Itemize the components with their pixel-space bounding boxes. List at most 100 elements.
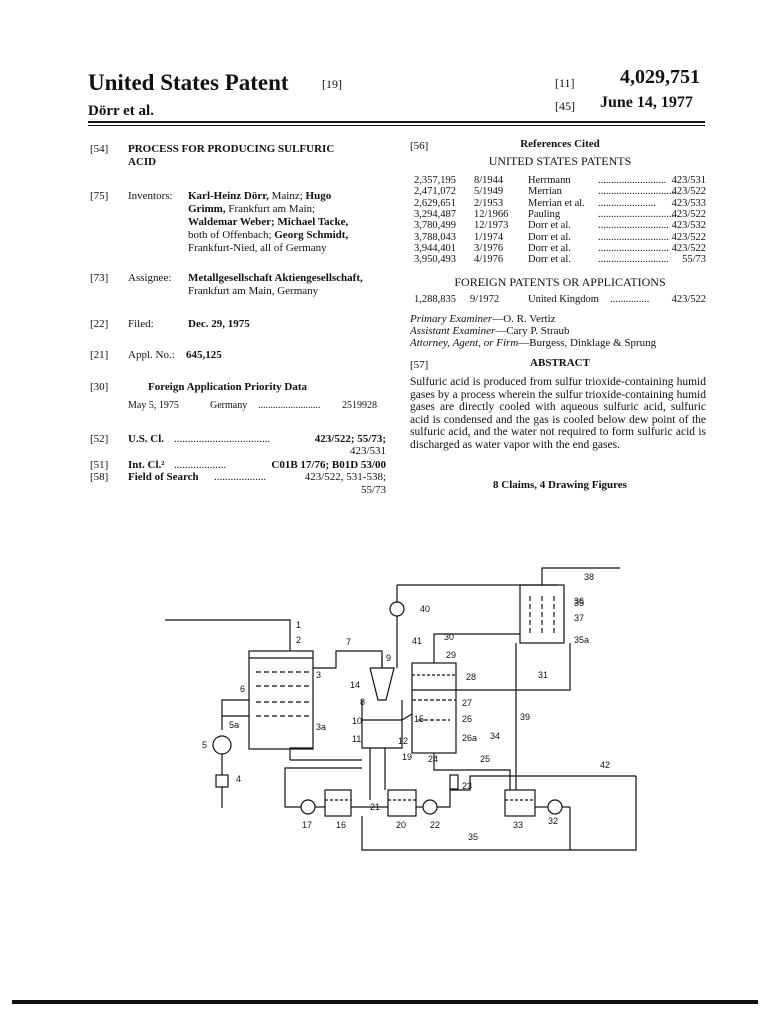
- figure-label: 35: [574, 598, 584, 608]
- ref-class: 423/522: [671, 186, 706, 198]
- field-54-title-line2: ACID: [128, 156, 157, 168]
- figure-label: 1: [296, 620, 301, 630]
- figure-label: 31: [538, 670, 548, 680]
- pump-17-symbol: [300, 799, 316, 815]
- ref-date: 8/1944: [474, 175, 504, 186]
- figure-label: 3: [316, 670, 321, 680]
- priority-country: Germany: [210, 400, 248, 411]
- figure-label: 32: [548, 816, 558, 826]
- patent-number-code: [11]: [555, 76, 575, 90]
- figure-label: 5a: [229, 720, 239, 730]
- figure-label: 5: [202, 740, 207, 750]
- priority-number: 2519928: [342, 400, 377, 411]
- figure-label: 40: [420, 604, 430, 614]
- field-57-code: [57]: [410, 359, 429, 371]
- ref-class: 423/522: [671, 242, 706, 254]
- figure-label: 26a: [462, 733, 477, 743]
- ref-dots: ...............: [610, 294, 650, 305]
- field-56-code: [56]: [410, 140, 429, 152]
- field-30-code: [30]: [90, 381, 109, 393]
- field-54-code: [54]: [90, 143, 109, 155]
- figure-label: 24: [428, 754, 438, 764]
- patent-date-code: [45]: [555, 99, 575, 113]
- tank-33: [504, 789, 536, 817]
- us-class-line2: 423/531: [349, 445, 386, 457]
- figure-label: 42: [600, 760, 610, 770]
- vessel-4: [215, 774, 229, 788]
- us-class-line1: 423/522; 55/73;: [314, 433, 386, 445]
- assistant-examiner-name: —Cary P. Straub: [495, 325, 570, 337]
- ref-number: 3,950,493: [414, 254, 456, 266]
- vessel-3: [248, 650, 314, 750]
- ref-number: 3,788,043: [414, 231, 456, 243]
- figure-label: 28: [466, 672, 476, 682]
- ref-date: 1/1974: [474, 231, 504, 243]
- ref-name: Dorr et al.: [528, 242, 571, 254]
- fan-40-symbol: [389, 601, 405, 617]
- ref-dots: ......................: [598, 197, 656, 209]
- inventor-name: Hugo: [305, 190, 332, 202]
- figure-label: 12: [398, 736, 408, 746]
- int-class: C01B 17/76; B01D 53/00: [271, 459, 386, 471]
- assignee-line2: Frankfurt am Main, Germany: [188, 285, 319, 297]
- figure-label: 33: [513, 820, 523, 830]
- ref-date: 12/1973: [474, 220, 509, 232]
- patent-number: 4,029,751: [620, 66, 700, 88]
- ref-date: 3/1976: [474, 242, 504, 254]
- tank-16: [324, 789, 352, 817]
- inventors-line5: Frankfurt-Nied, all of Germany: [188, 242, 327, 254]
- figure-label: 14: [350, 680, 360, 690]
- foreign-patents-title: FOREIGN PATENTS OR APPLICATIONS: [454, 275, 666, 289]
- us-reference-row: 3,780,499 12/1973 Dorr et al..............…: [412, 220, 706, 231]
- inventors-line1: Karl-Heinz Dörr, Mainz; Hugo: [188, 190, 331, 203]
- primary-examiner-label: Primary Examiner: [410, 313, 493, 325]
- claims-count: 8 Claims, 4 Drawing Figures: [493, 479, 627, 491]
- field-58-label: Field of Search: [128, 471, 199, 483]
- pump-5-symbol: [212, 735, 232, 755]
- field-51-label: Int. Cl.²: [128, 459, 165, 471]
- ref-number: 2,471,072: [414, 186, 456, 198]
- patent-date: June 14, 1977: [600, 94, 693, 111]
- ref-class: 423/522: [671, 208, 706, 220]
- title-code: [19]: [322, 77, 342, 91]
- figure-label: 16: [336, 820, 346, 830]
- ref-number: 2,357,195: [414, 175, 456, 186]
- patent-title: United States Patent: [88, 70, 289, 95]
- priority-data-title: Foreign Application Priority Data: [148, 381, 307, 393]
- field-58-dots: ...................: [214, 471, 267, 483]
- ref-dots: ..........................: [598, 175, 667, 186]
- figure-label: 19: [402, 752, 412, 762]
- ref-name: United Kingdom: [528, 294, 599, 305]
- ref-class: 423/531: [671, 175, 706, 186]
- us-patents-title: UNITED STATES PATENTS: [488, 154, 632, 168]
- figure-label: 9: [386, 653, 391, 663]
- figure-label: 36: [574, 596, 584, 606]
- inventor-name: Grimm,: [188, 203, 226, 215]
- figure-label: 37: [574, 613, 584, 623]
- ref-class: 423/533: [671, 197, 706, 209]
- figure-label: 39: [520, 712, 530, 722]
- ref-date: 9/1972: [470, 294, 500, 305]
- attorney-label: Attorney, Agent, or Firm: [410, 337, 519, 349]
- ref-name: Dorr et al.: [528, 220, 571, 232]
- inventors-line3: Waldemar Weber; Michael Tacke,: [188, 216, 349, 228]
- priority-dots: .........................: [258, 400, 321, 411]
- figure-label: 35a: [574, 635, 589, 645]
- field-52-dots: ...................................: [174, 433, 271, 445]
- figure-label: 27: [462, 698, 472, 708]
- ref-dots: ...........................: [598, 220, 669, 232]
- attorney-name: —Burgess, Dinklage & Sprung: [518, 337, 657, 349]
- ref-date: 2/1953: [474, 197, 504, 209]
- inventor-city: Frankfurt am Main;: [225, 203, 316, 215]
- inventor-city: both of Offenbach;: [188, 229, 275, 241]
- ref-class: 423/522: [671, 294, 706, 305]
- field-21-label: Appl. No.:: [128, 349, 175, 361]
- figure-label: 20: [396, 820, 406, 830]
- ref-name: Pauling: [528, 208, 561, 220]
- primary-examiner: Primary Examiner—O. R. Vertiz: [410, 313, 556, 326]
- figure-label: 21: [370, 802, 380, 812]
- ref-number: 3,780,499: [414, 220, 456, 232]
